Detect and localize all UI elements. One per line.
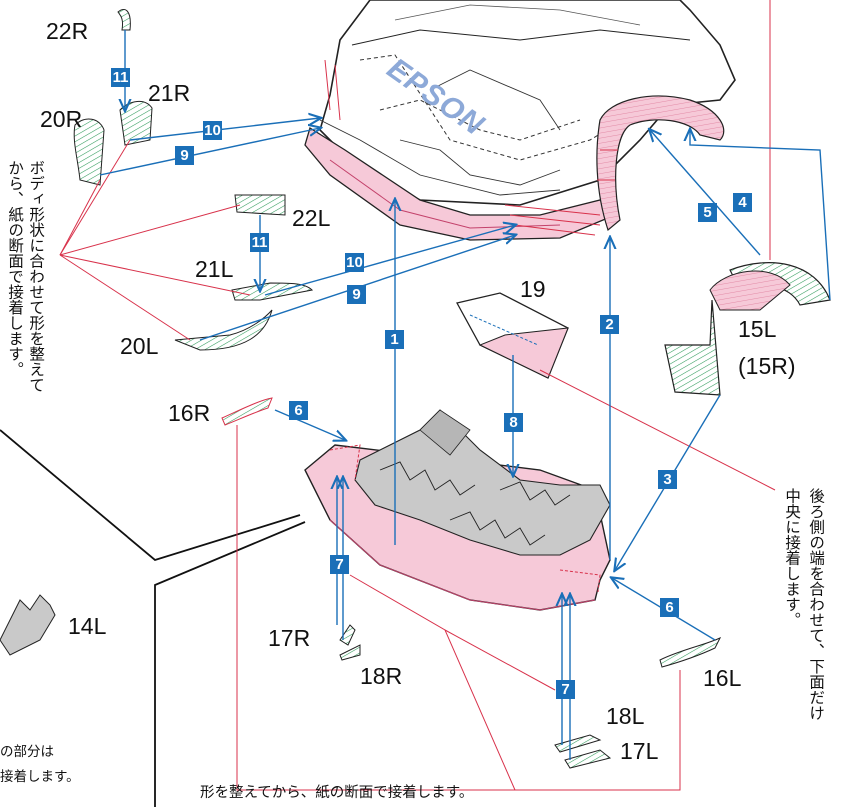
red-leaders (59, 0, 776, 791)
part-label-18L: 18L (606, 703, 645, 729)
part-15L-shape (664, 262, 831, 396)
step-3-badge: 3 (658, 470, 677, 489)
partial-note-line1: の部分は (0, 744, 54, 760)
step-10a-badge: 10 (203, 121, 222, 140)
partial-note-line2: 接着します。 (0, 769, 80, 785)
left-note-col1: ボディ形状に合わせて形を整えて (27, 160, 46, 393)
step-7b-badge: 7 (556, 680, 575, 699)
part-label-16R: 16R (168, 400, 211, 426)
part-label-18R: 18R (360, 663, 403, 689)
part-label-19: 19 (520, 276, 546, 302)
part-label-15L: 15L (738, 316, 777, 342)
zoom-callout (0, 429, 306, 807)
part-label-22R: 22R (46, 18, 89, 44)
step-9b-badge: 9 (347, 285, 366, 304)
undertray-shape (304, 409, 611, 611)
part-19-shape (456, 292, 569, 379)
step-2-badge: 2 (600, 315, 619, 334)
part-label-22L: 22L (292, 205, 331, 231)
part-label-20R: 20R (40, 106, 83, 132)
part-label-20L: 20L (120, 333, 159, 359)
part-label-16L: 16L (703, 665, 742, 691)
right-note-col2: 中央に接着します。 (783, 488, 802, 628)
part-label-17L: 17L (620, 738, 659, 764)
part-label-21L: 21L (195, 256, 234, 282)
step-11b-badge: 11 (250, 233, 269, 252)
step-4-badge: 4 (733, 193, 752, 212)
car-body (304, 0, 736, 241)
step-8-badge: 8 (504, 413, 523, 432)
step-9a-badge: 9 (175, 146, 194, 165)
left-note-col2: から、紙の断面で接着します。 (6, 160, 25, 377)
part-label-14L: 14L (68, 613, 107, 639)
part-label-17R: 17R (268, 625, 311, 651)
bottom-note: 形を整えてから、紙の断面で接着します。 (200, 785, 474, 801)
right-note-col1: 後ろ側の端を合わせて、下面だけ (807, 488, 826, 721)
step-1-badge: 1 (385, 330, 404, 349)
part-label-15R: (15R) (738, 353, 796, 379)
part-label-21R: 21R (148, 80, 191, 106)
step-6b-badge: 6 (660, 598, 679, 617)
step-11a-badge: 11 (111, 68, 130, 87)
step-7a-badge: 7 (330, 555, 349, 574)
step-5-badge: 5 (698, 203, 717, 222)
step-6a-badge: 6 (289, 401, 308, 420)
step-10b-badge: 10 (345, 253, 364, 272)
